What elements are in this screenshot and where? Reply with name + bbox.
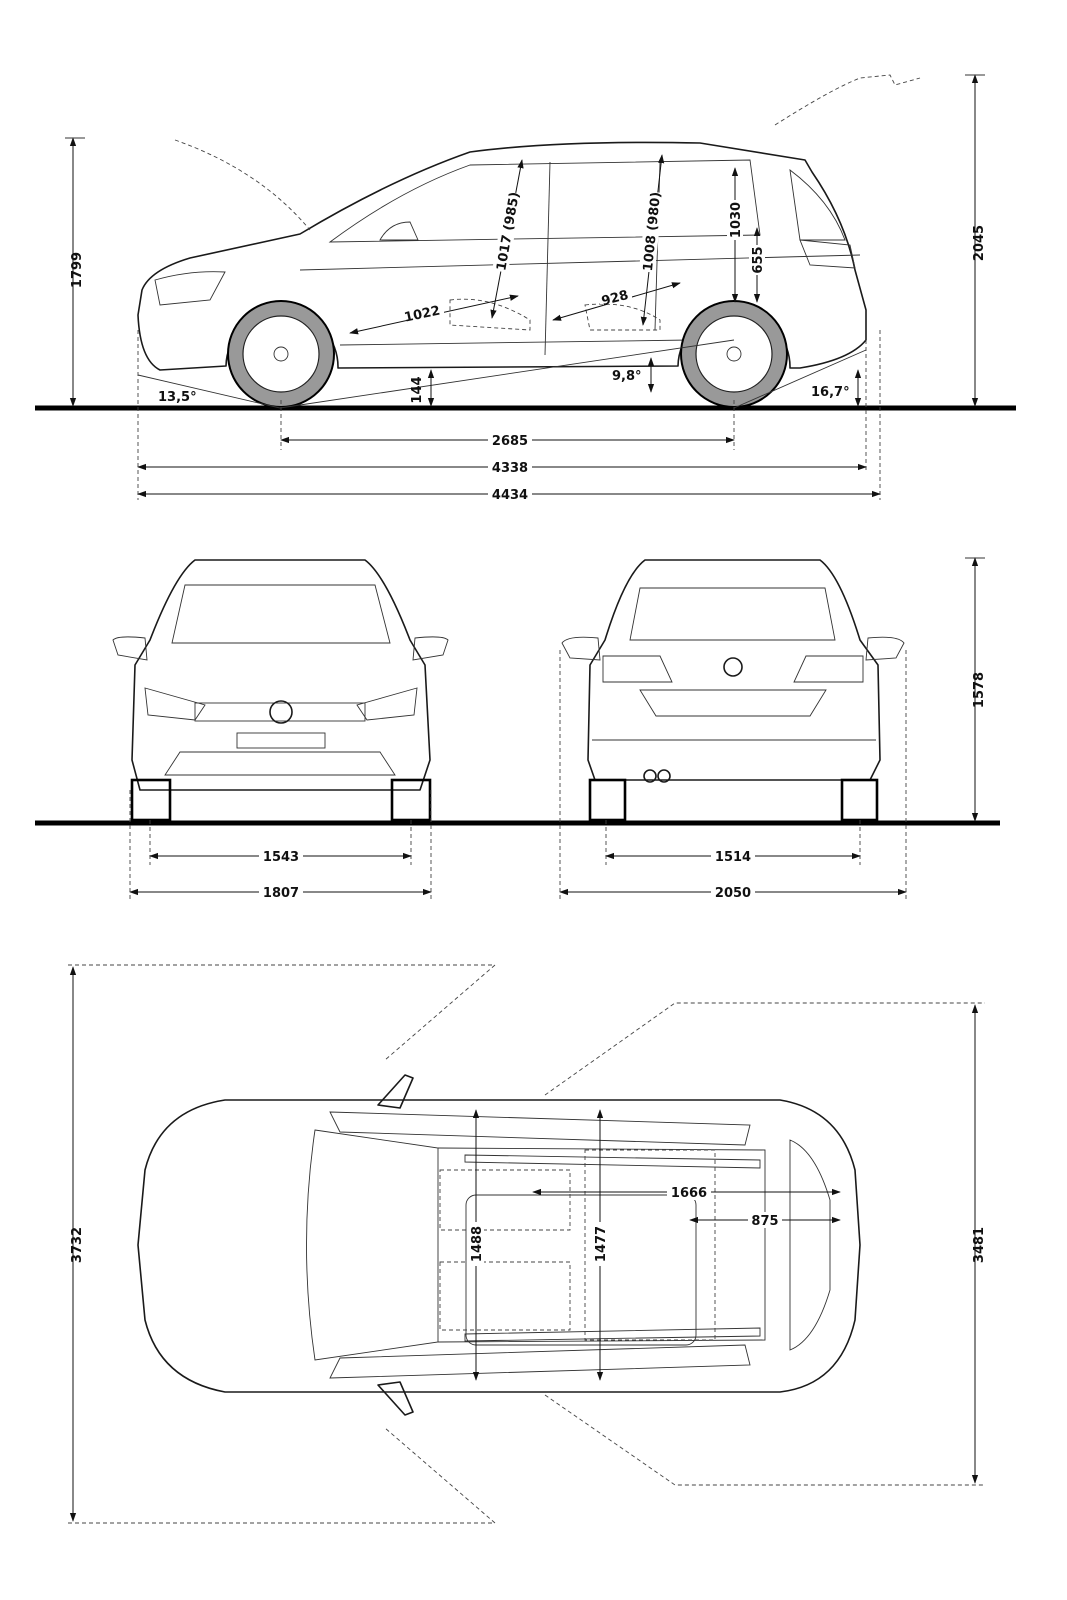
dim-front-elbow-width: 1488 — [470, 1226, 485, 1262]
dim-ramp-angle: 9,8° — [612, 369, 642, 384]
dim-rear-track: 1514 — [715, 850, 751, 865]
dim-height-open: 2045 — [972, 225, 987, 261]
roof-rail-left — [464, 1154, 761, 1169]
dim-length-tailgate-open: 3481 — [972, 1227, 987, 1263]
dim-width-mirrors: 2050 — [715, 886, 751, 901]
front-wheel — [227, 300, 335, 408]
dim-cargo-length: 875 — [751, 1214, 778, 1229]
dim-length-with-tow: 4434 — [492, 488, 528, 503]
side-mirror — [379, 221, 419, 241]
headlight — [154, 271, 226, 306]
dim-length: 4338 — [492, 461, 528, 476]
dim-length-doors-open: 3732 — [70, 1227, 85, 1263]
dim-front-track: 1543 — [263, 850, 299, 865]
dim-ground-clearance: 144 — [410, 376, 425, 403]
front-view: 1543 1807 — [35, 559, 1000, 901]
rear-wheel — [680, 300, 788, 408]
side-windows — [328, 159, 761, 243]
top-view: 3732 3481 1488 1477 1666 875 — [68, 964, 987, 1524]
top-body-outline — [137, 1099, 861, 1393]
left-mirror-top — [377, 1074, 414, 1109]
dim-front-headroom: 1017 (985) — [494, 191, 523, 272]
dim-wheelbase: 2685 — [492, 434, 528, 449]
vw-logo — [269, 700, 293, 724]
dim-rear-legroom: 928 — [600, 288, 630, 310]
windscreen-top — [306, 1129, 439, 1361]
dim-loading-sill: 655 — [751, 246, 766, 273]
dim-overall-height: 1799 — [70, 252, 85, 288]
front-body-outline — [131, 559, 431, 791]
right-mirror — [412, 636, 449, 661]
dim-tailgate-height: 1030 — [729, 202, 744, 238]
rear-window — [629, 587, 836, 641]
dim-rear-height: 1578 — [972, 672, 987, 708]
left-tail-light — [602, 655, 673, 683]
right-mirror-top — [377, 1381, 414, 1416]
dim-width: 1807 — [263, 886, 299, 901]
dim-rear-elbow-width: 1477 — [594, 1226, 609, 1262]
windscreen — [171, 584, 391, 644]
dim-front-legroom: 1022 — [403, 303, 442, 325]
tail-light — [799, 239, 856, 269]
rear-view: 1514 2050 1578 — [559, 557, 987, 901]
dim-departure-angle: 16,7° — [811, 385, 850, 400]
rear-window-top — [789, 1139, 831, 1351]
left-mirror — [112, 636, 148, 661]
roof-rail-right — [464, 1327, 761, 1342]
side-view: 1799 2045 13,5° 144 1022 1017 (985) 1008… — [35, 74, 1016, 503]
dim-approach-angle: 13,5° — [158, 390, 197, 405]
right-tail-light — [793, 655, 864, 683]
rear-body-outline — [587, 559, 881, 781]
dim-cargo-length-folded: 1666 — [671, 1186, 707, 1201]
